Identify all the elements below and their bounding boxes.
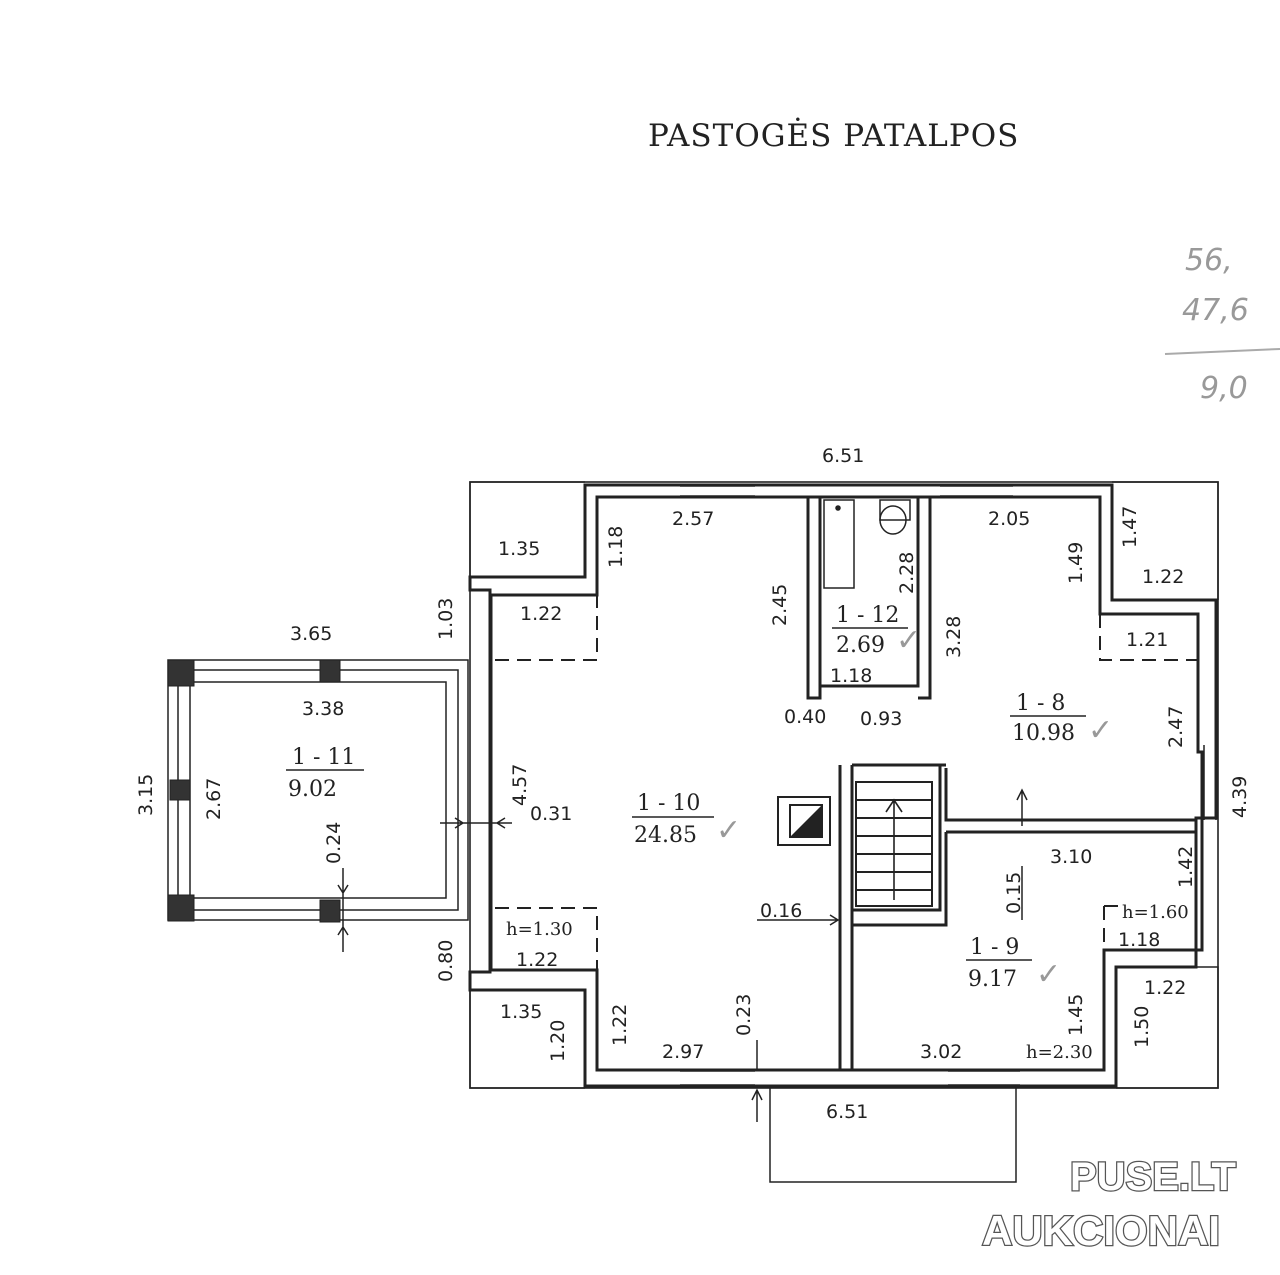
svg-text:✓: ✓ <box>896 623 921 658</box>
room-labels: 1 - 11 9.02 1 - 10 24.85 ✓ 1 - 12 2.69 ✓… <box>286 603 1113 992</box>
room-area: 9.17 <box>968 967 1017 992</box>
room-id: 1 - 11 <box>292 745 355 770</box>
dim-terrace-inner: 3.38 <box>302 698 344 720</box>
chimney <box>777 796 831 846</box>
dim-r8-corner-h: 1.22 <box>1142 566 1184 588</box>
dim-corner-bl-v: 1.20 <box>547 1020 569 1062</box>
dim-r10-left-bottom: 1.22 <box>609 1004 631 1046</box>
dimension-labels: 6.51 6.51 3.65 3.38 1.35 1.35 2.57 1.22 … <box>290 445 1189 1123</box>
dim-r12-height: 2.28 <box>896 552 918 594</box>
entry-porch <box>769 1088 1017 1183</box>
dim-r10-bottom: 2.97 <box>662 1041 704 1063</box>
dim-terrace-inner-h: 2.67 <box>203 778 225 820</box>
handwritten-note: 56, 47,6 9,0 <box>1164 243 1280 406</box>
dimension-labels-vertical: 3.15 2.67 0.24 1.03 0.80 1.20 1.18 2.45 … <box>135 506 1251 1062</box>
room-area: 9.02 <box>288 777 337 802</box>
dim-r9-top: 3.10 <box>1050 846 1092 868</box>
dim-left-upper: 1.03 <box>435 598 457 640</box>
watermark-line-2: AUKCIONAI <box>982 1207 1220 1254</box>
room-1-12: 1 - 12 2.69 ✓ <box>832 603 921 658</box>
room-area: 24.85 <box>634 823 697 848</box>
outer-wall <box>468 483 1218 1088</box>
dim-r10-wall-bottom: 0.23 <box>733 994 755 1036</box>
dim-terrace-length: 3.65 <box>290 623 332 645</box>
dim-r10-top: 2.57 <box>672 508 714 530</box>
dim-corner-tl: 1.35 <box>498 538 540 560</box>
dim-r9-corner-h: 1.22 <box>1144 977 1186 999</box>
room-area: 2.69 <box>836 633 885 658</box>
dim-r9-right-low: 1.45 <box>1065 994 1087 1036</box>
dim-r12-width: 1.18 <box>830 665 872 687</box>
dim-r9-wall: 0.15 <box>1003 872 1025 914</box>
room-id: 1 - 8 <box>1016 691 1065 716</box>
dim-r8-top-inner: 1.49 <box>1065 542 1087 584</box>
dim-r9-kneewall: 1.18 <box>1118 929 1160 951</box>
dim-r10-height: 4.57 <box>509 764 531 806</box>
terrace <box>167 659 469 923</box>
staircase <box>855 781 933 907</box>
dim-bottom-width: 6.51 <box>826 1101 868 1123</box>
dim-terrace-outer-h: 3.15 <box>135 774 157 816</box>
handwritten-line-3: 9,0 <box>1200 371 1248 406</box>
building-outline <box>469 481 1219 1089</box>
dim-r9-corner-v: 1.50 <box>1131 1006 1153 1048</box>
dim-r9-right-top: 1.42 <box>1175 846 1197 888</box>
dim-r10-h: h=1.30 <box>506 919 573 940</box>
dim-r8-kneewall: 1.21 <box>1126 629 1168 651</box>
room-area: 10.98 <box>1012 721 1075 746</box>
room-id: 1 - 9 <box>970 935 1019 960</box>
plan-title: PASTOGĖS PATALPOS <box>648 116 1019 154</box>
dim-r10-kneewall-top: 1.22 <box>520 603 562 625</box>
dim-left-lower: 0.80 <box>435 940 457 982</box>
dim-r10-kneewall-bottom: 1.22 <box>516 949 558 971</box>
room-1-9: 1 - 9 9.17 ✓ <box>966 935 1061 992</box>
handwritten-line-1: 56, <box>1185 243 1233 278</box>
dim-r9-bottom: 3.02 <box>920 1041 962 1063</box>
dim-r8-corner-v: 1.47 <box>1119 506 1141 548</box>
dim-r9-h: h=1.60 <box>1122 902 1189 923</box>
room-id: 1 - 10 <box>637 791 700 816</box>
bathroom-fixtures <box>823 499 911 589</box>
watermark: PUSE.LT AUKCIONAI <box>981 1154 1237 1256</box>
dim-r8-right: 2.47 <box>1165 706 1187 748</box>
svg-text:✓: ✓ <box>716 813 741 848</box>
dim-right-total: 4.39 <box>1229 776 1251 818</box>
dim-r9-h2: h=2.30 <box>1026 1042 1093 1063</box>
room-1-10: 1 - 10 24.85 ✓ <box>632 791 741 848</box>
dim-r8-top: 2.05 <box>988 508 1030 530</box>
interior-walls <box>680 485 1217 1086</box>
kneewall-lines <box>495 595 1198 970</box>
dim-r10-right-top: 2.45 <box>769 584 791 626</box>
dim-r8-left: 3.28 <box>943 616 965 658</box>
svg-text:✓: ✓ <box>1088 713 1113 748</box>
dim-hall-b: 0.93 <box>860 708 902 730</box>
dim-hall-a: 0.40 <box>784 706 826 728</box>
dim-top-width: 6.51 <box>822 445 864 467</box>
dim-corner-bl: 1.35 <box>500 1001 542 1023</box>
watermark-line-1: PUSE.LT <box>1070 1155 1236 1199</box>
corner-areas <box>469 481 1219 1089</box>
dim-r10-left-top: 1.18 <box>605 526 627 568</box>
room-id: 1 - 12 <box>836 603 899 628</box>
dim-r10-wall: 0.31 <box>530 803 572 825</box>
room-1-8: 1 - 8 10.98 ✓ <box>1010 691 1113 748</box>
dimension-lines <box>337 788 1028 1122</box>
svg-text:✓: ✓ <box>1036 957 1061 992</box>
dim-r10-wall-right: 0.16 <box>760 900 802 922</box>
room-1-11: 1 - 11 9.02 <box>286 745 364 802</box>
dim-terrace-gap: 0.24 <box>323 822 345 864</box>
handwritten-line-2: 47,6 <box>1182 293 1249 328</box>
